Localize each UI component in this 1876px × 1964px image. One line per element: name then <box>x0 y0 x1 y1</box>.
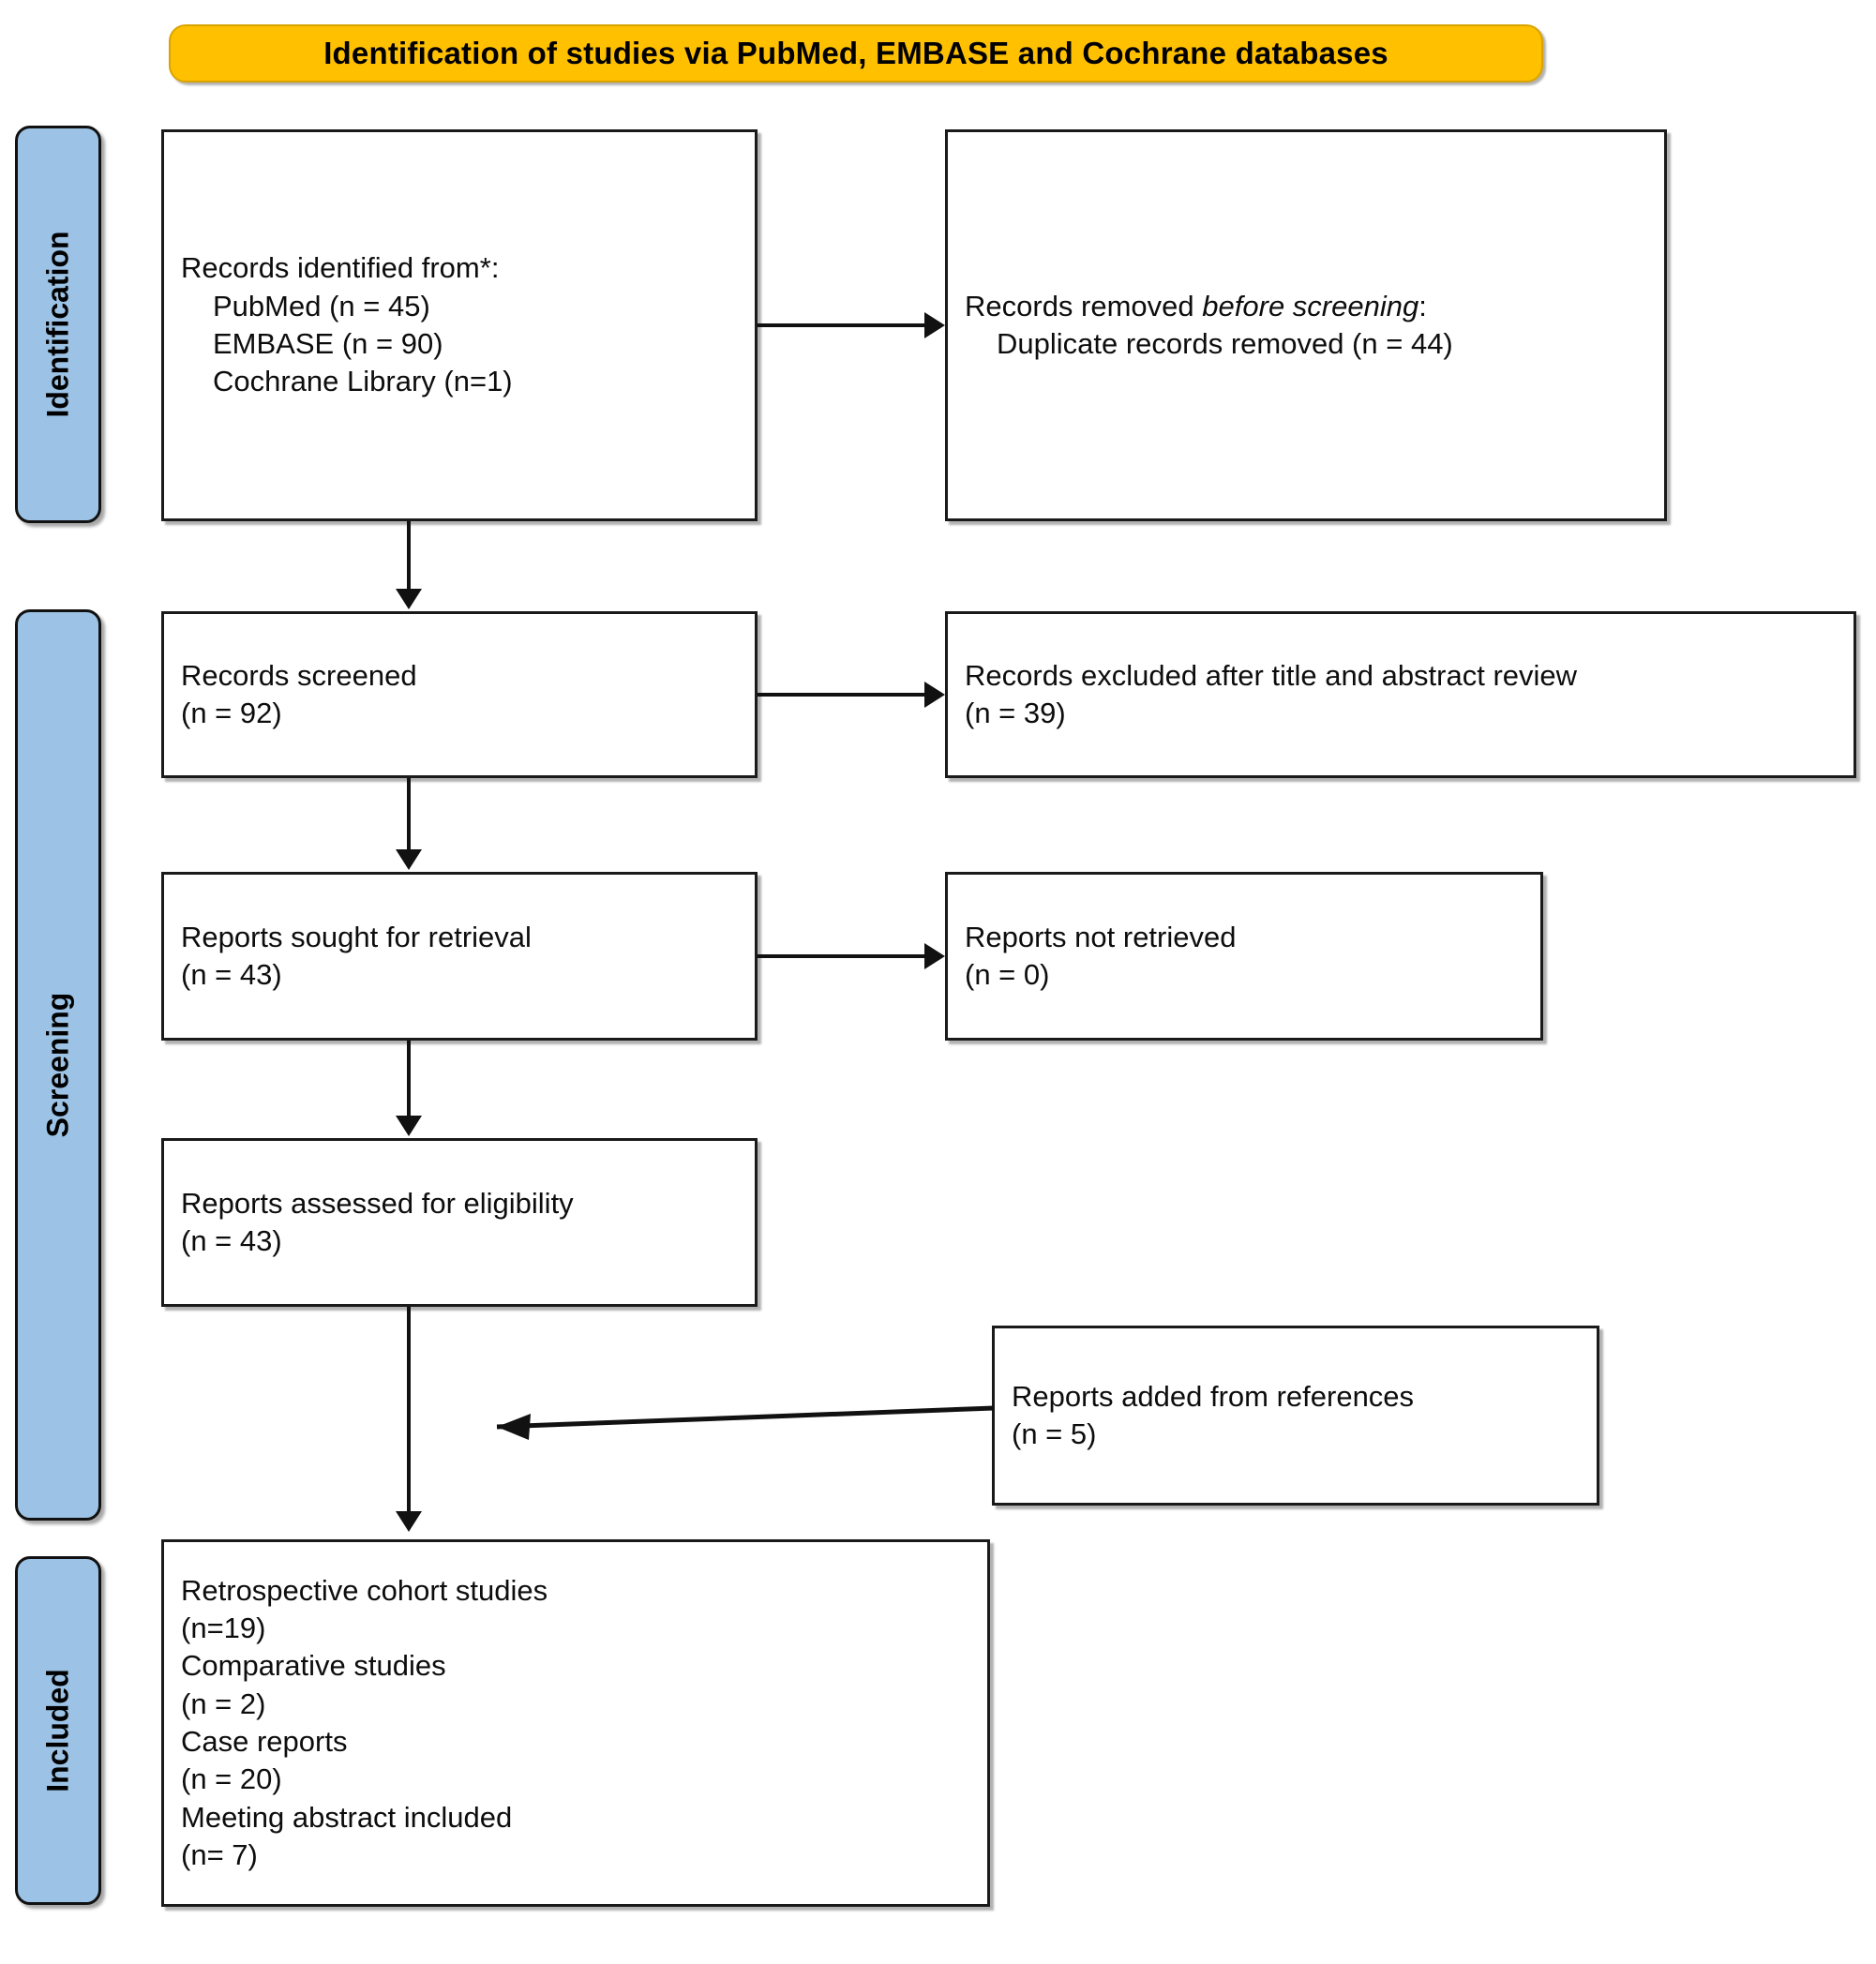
stage-label-screening: Screening <box>15 609 101 1521</box>
box-reports-assessed: Reports assessed for eligibility (n = 43… <box>161 1138 758 1307</box>
included-studies-lines: Retrospective cohort studies (n=19) Comp… <box>181 1573 548 1871</box>
reports-added-count: (n = 5) <box>1012 1417 1097 1450</box>
records-identified-sources: PubMed (n = 45) EMBASE (n = 90) Cochrane… <box>213 289 513 398</box>
box-included-studies: Retrospective cohort studies (n=19) Comp… <box>161 1539 990 1907</box>
reports-assessed-count: (n = 43) <box>181 1224 282 1257</box>
box-reports-added-from-references: Reports added from references (n = 5) <box>992 1326 1599 1506</box>
box-records-screened: Records screened (n = 92) <box>161 611 758 778</box>
stage-label-identification: Identification <box>15 126 101 523</box>
stage-label-included: Included <box>15 1556 101 1905</box>
connector-sought-to-assessed-arrow <box>396 1116 422 1136</box>
connector-screened-to-excluded-line <box>758 693 926 697</box>
reports-assessed-label: Reports assessed for eligibility <box>181 1186 574 1220</box>
connector-identified-to-removed-line <box>758 323 926 327</box>
stage-label-included-text: Included <box>40 1669 75 1792</box>
connector-screened-to-sought-arrow <box>396 849 422 870</box>
box-reports-not-retrieved: Reports not retrieved (n = 0) <box>945 872 1543 1041</box>
reports-not-retrieved-count: (n = 0) <box>965 958 1050 991</box>
connector-sought-to-assessed-line <box>407 1041 411 1121</box>
records-removed-duplicates: Duplicate records removed (n = 44) <box>997 327 1453 360</box>
diagram-title-text: Identification of studies via PubMed, EM… <box>323 36 1388 70</box>
box-reports-sought: Reports sought for retrieval (n = 43) <box>161 872 758 1041</box>
box-records-excluded: Records excluded after title and abstrac… <box>945 611 1856 778</box>
connector-sought-to-notretrieved-line <box>758 954 926 958</box>
stage-label-screening-text: Screening <box>40 992 75 1138</box>
box-records-identified: Records identified from*: PubMed (n = 45… <box>161 129 758 521</box>
connector-identified-to-screened-line <box>407 521 411 591</box>
records-removed-heading-plain: Records removed <box>965 289 1203 322</box>
connector-identified-to-screened-arrow <box>396 589 422 609</box>
connector-identified-to-removed-arrow <box>924 312 945 338</box>
connector-sought-to-notretrieved-arrow <box>924 943 945 969</box>
reports-not-retrieved-label: Reports not retrieved <box>965 920 1237 953</box>
connector-screened-to-sought-line <box>407 778 411 851</box>
records-screened-count: (n = 92) <box>181 697 282 729</box>
records-removed-heading-tail: : <box>1418 289 1427 322</box>
records-excluded-count: (n = 39) <box>965 697 1066 729</box>
connector-assessed-to-included-line <box>407 1307 411 1515</box>
diagram-title-banner: Identification of studies via PubMed, EM… <box>169 24 1543 82</box>
records-identified-heading: Records identified from*: <box>181 251 500 285</box>
reports-sought-label: Reports sought for retrieval <box>181 920 532 953</box>
box-records-removed: Records removed before screening: Duplic… <box>945 129 1667 521</box>
connector-references-to-included-diagonal <box>496 1405 995 1440</box>
reports-added-label: Reports added from references <box>1012 1379 1415 1413</box>
records-removed-heading-italic: before screening <box>1202 289 1419 322</box>
connector-assessed-to-included-arrow <box>396 1511 422 1532</box>
stage-label-identification-text: Identification <box>40 231 75 418</box>
connector-screened-to-excluded-arrow <box>924 682 945 708</box>
records-excluded-label: Records excluded after title and abstrac… <box>965 658 1578 692</box>
records-screened-label: Records screened <box>181 658 417 692</box>
reports-sought-count: (n = 43) <box>181 958 282 991</box>
records-removed-heading: Records removed before screening: <box>948 288 1664 325</box>
